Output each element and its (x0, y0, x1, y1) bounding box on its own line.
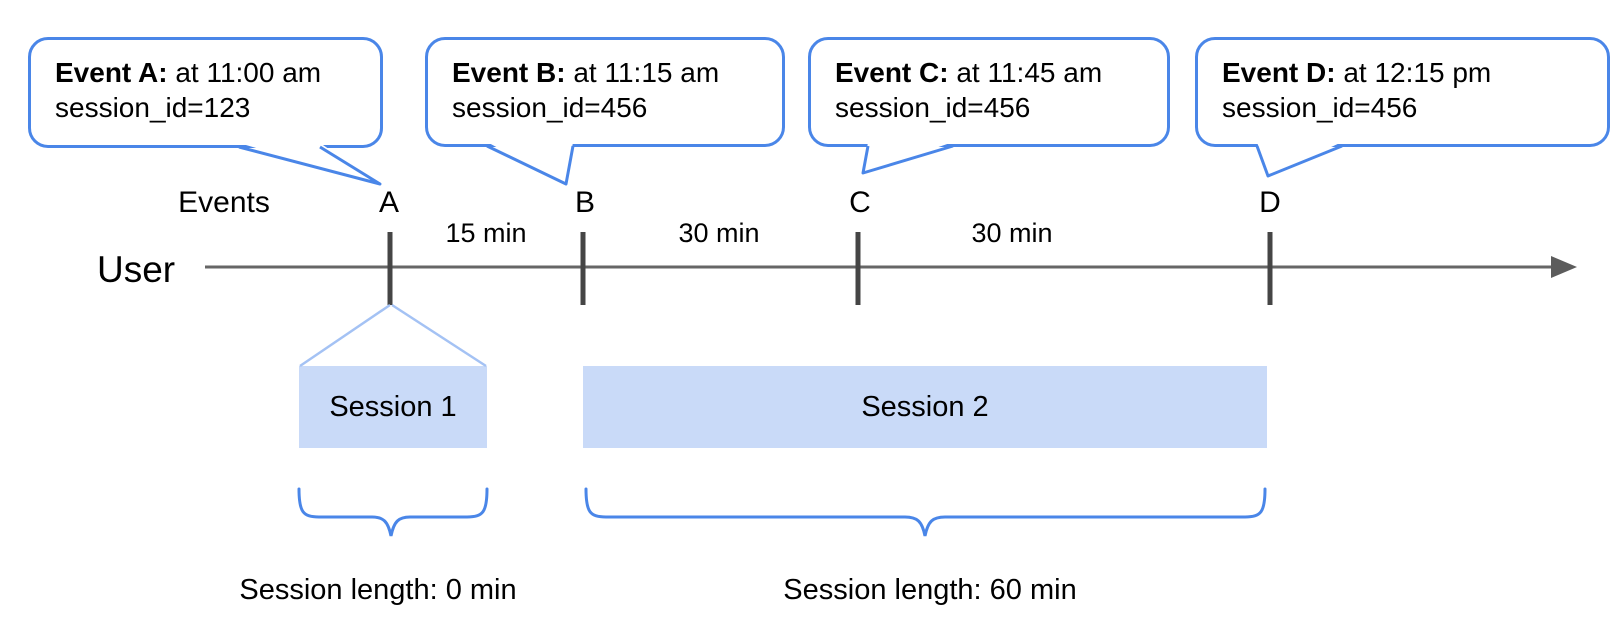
event-a-callout-line1: Event A: at 11:00 am (55, 55, 362, 90)
timeline-arrow-icon (1551, 256, 1577, 278)
event-c-session-id: session_id=456 (835, 92, 1031, 123)
events-axis-label: Events (178, 186, 270, 219)
event-c-title: Event C: (835, 57, 949, 88)
event-marker-a: A (378, 186, 400, 219)
event-d-title: Event D: (1222, 57, 1336, 88)
event-a-time: at 11:00 am (167, 57, 322, 88)
event-d-callout-line1: Event D: at 12:15 pm (1222, 55, 1589, 90)
session-1-bar-label: Session 1 (329, 390, 457, 423)
session-1-brace-icon (297, 487, 489, 537)
gap-label-c-d: 30 min (971, 218, 1053, 248)
event-d-time: at 12:15 pm (1335, 57, 1492, 88)
event-marker-d: D (1259, 186, 1281, 219)
event-a-title: Event A: (55, 57, 168, 88)
session-2-bar: Session 2 (583, 366, 1267, 448)
event-marker-c: C (849, 186, 871, 219)
session-2-brace-icon (584, 487, 1267, 537)
gap-label-b-c: 30 min (678, 218, 760, 248)
session-1-funnel-icon (299, 303, 487, 368)
session-1-bar: Session 1 (299, 366, 487, 448)
event-d-session-id: session_id=456 (1222, 92, 1418, 123)
session-2-bar-label: Session 2 (861, 390, 989, 423)
event-a-callout: Event A: at 11:00 am session_id=123 (28, 37, 383, 148)
event-b-session-id: session_id=456 (452, 92, 648, 123)
session-1-length-label: Session length: 0 min (239, 574, 517, 606)
event-b-callout-line1: Event B: at 11:15 am (452, 55, 764, 90)
user-timeline (205, 256, 1577, 278)
event-a-callout-tail-icon (238, 143, 382, 186)
event-c-callout: Event C: at 11:45 am session_id=456 (808, 37, 1170, 147)
event-marker-b: B (574, 186, 596, 219)
event-c-callout-line1: Event C: at 11:45 am (835, 55, 1149, 90)
event-b-callout-tail-icon (486, 142, 575, 186)
gap-label-a-b: 15 min (445, 218, 527, 248)
event-b-time: at 11:15 am (565, 57, 720, 88)
session-2-length-label: Session length: 60 min (783, 574, 1077, 606)
event-a-session-id: session_id=123 (55, 92, 251, 123)
event-c-time: at 11:45 am (948, 57, 1103, 88)
event-b-title: Event B: (452, 57, 566, 88)
event-d-callout-tail-icon (1255, 142, 1343, 178)
user-row-label: User (97, 249, 176, 290)
event-b-callout: Event B: at 11:15 am session_id=456 (425, 37, 785, 147)
event-d-callout: Event D: at 12:15 pm session_id=456 (1195, 37, 1610, 147)
